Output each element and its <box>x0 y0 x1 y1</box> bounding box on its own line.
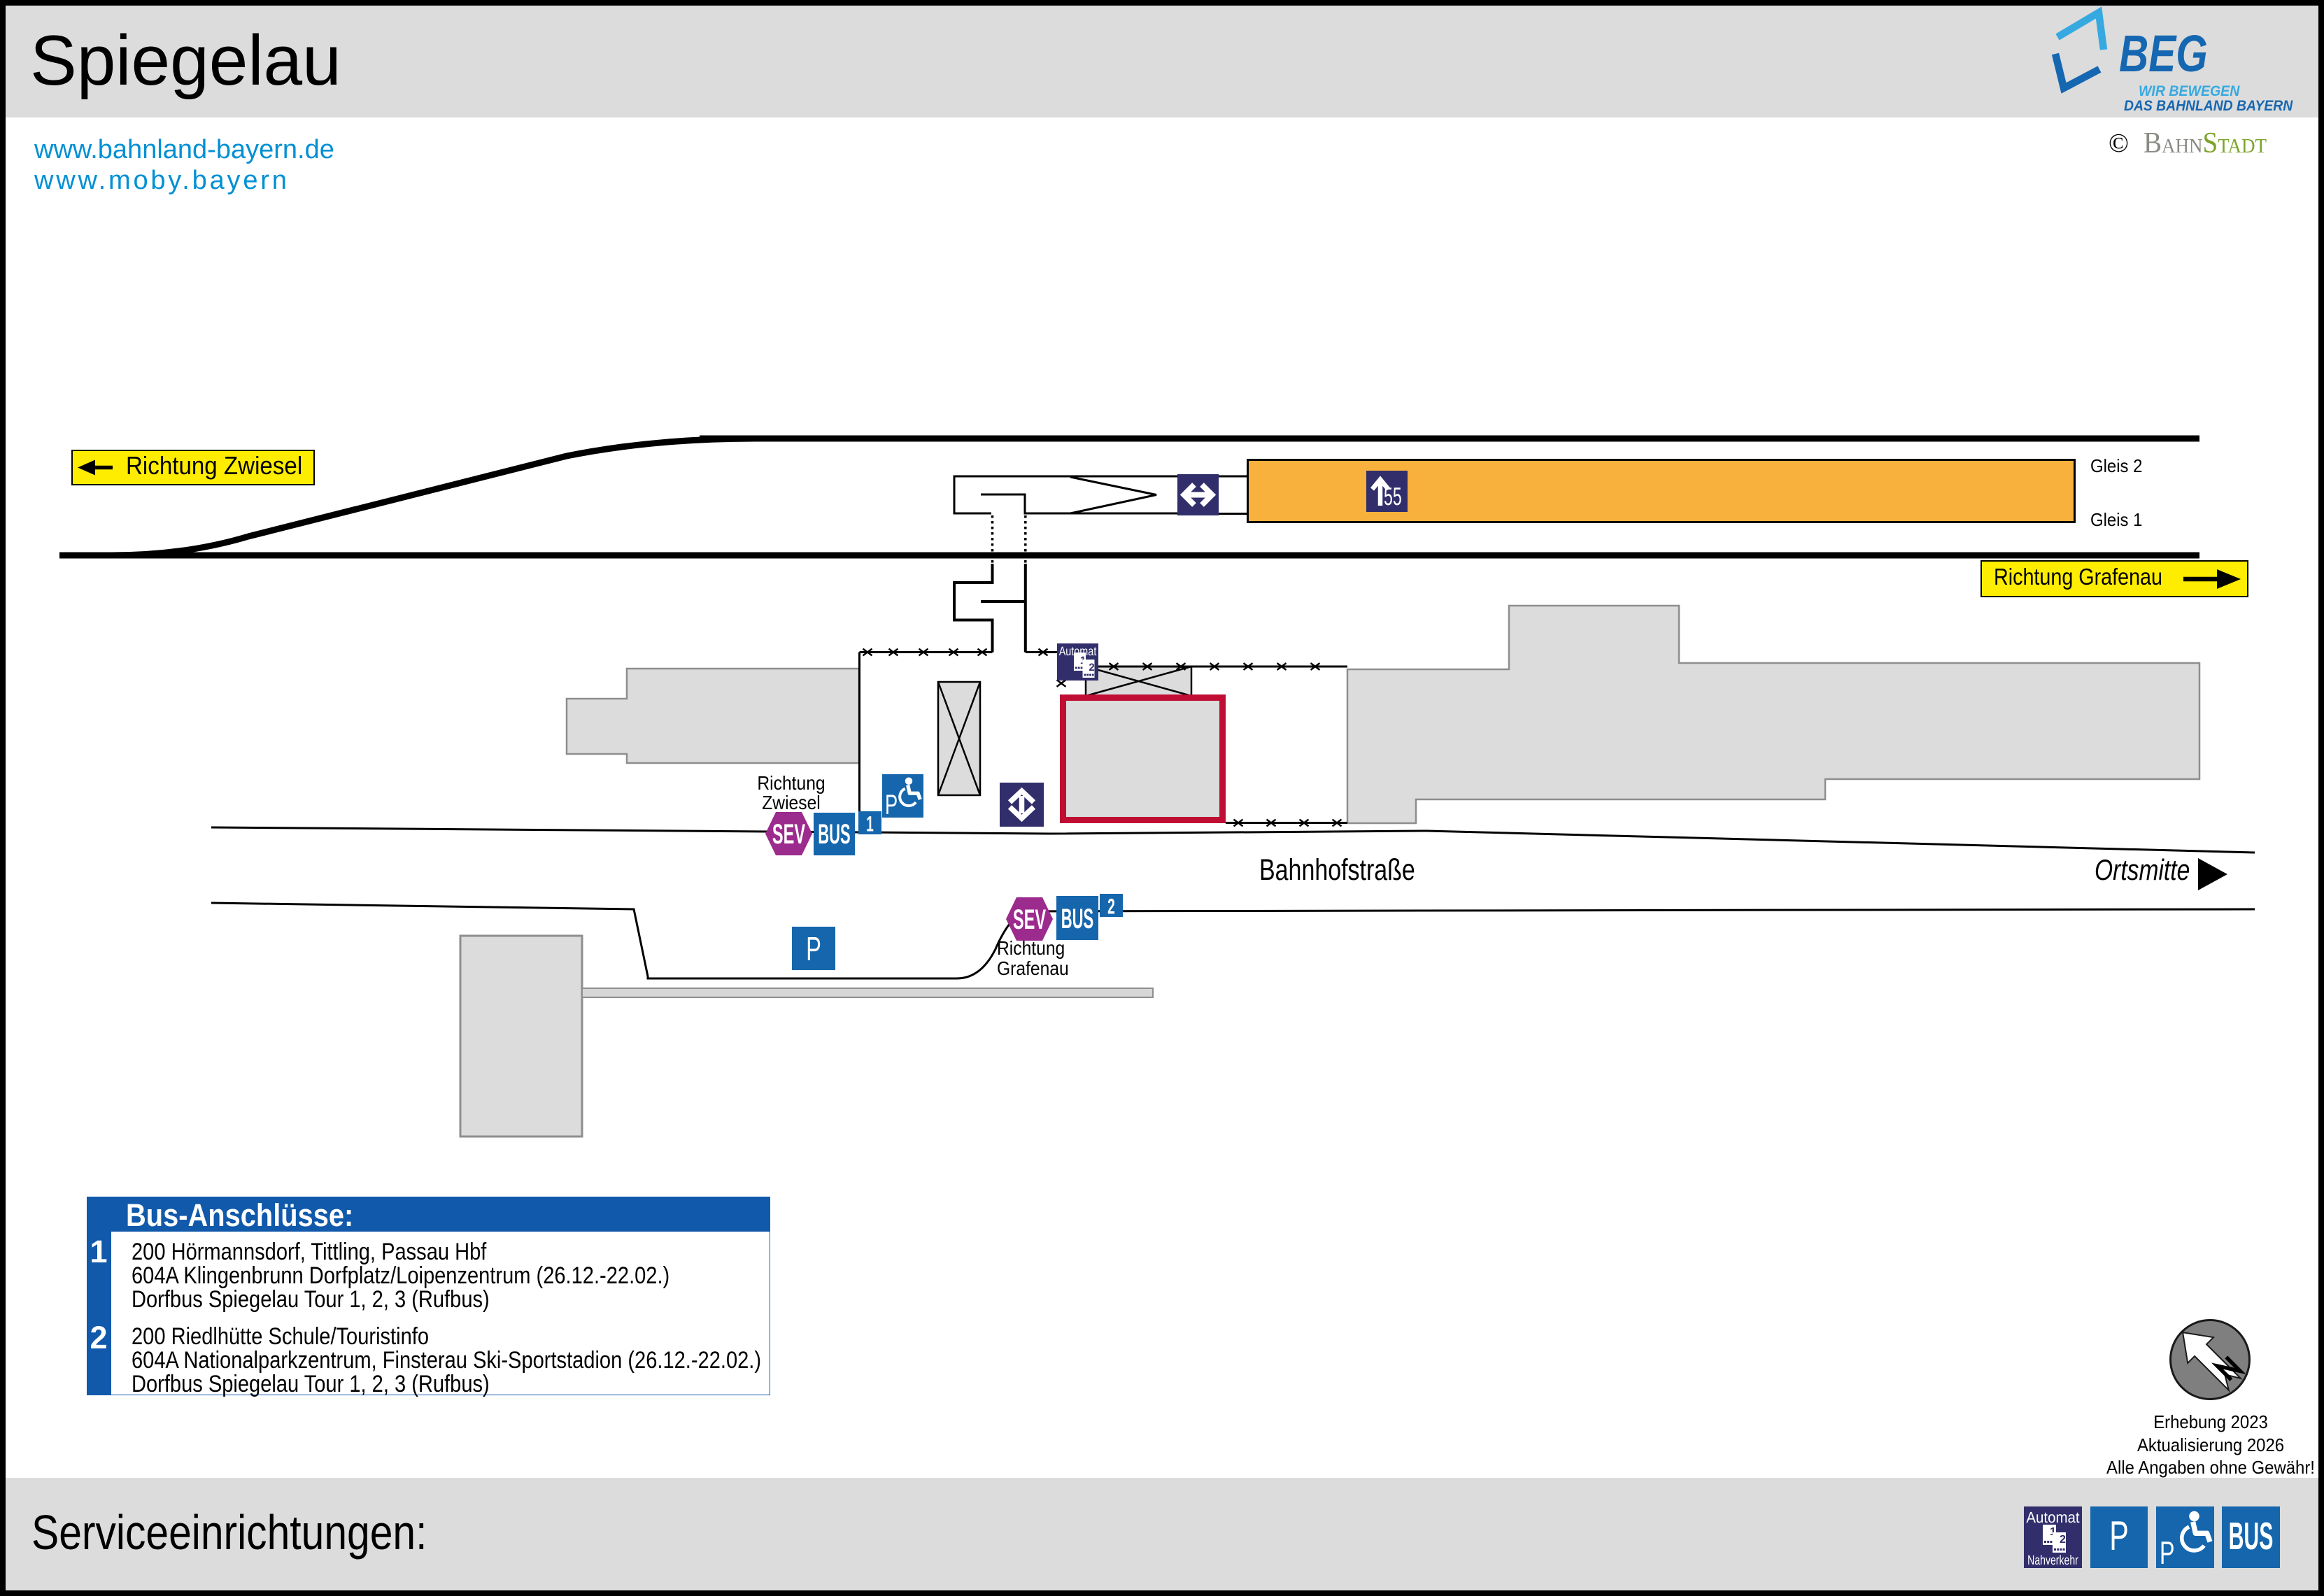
svg-text:P: P <box>885 790 898 818</box>
svg-text:2: 2 <box>2060 1534 2066 1546</box>
svg-text:SEV: SEV <box>772 819 805 850</box>
svg-text:1: 1 <box>866 812 874 835</box>
svg-text:BUS: BUS <box>2229 1514 2274 1558</box>
svg-text:BUS: BUS <box>1061 904 1093 934</box>
svg-text:Automat: Automat <box>1059 644 1097 658</box>
svg-text:Nahverkehr: Nahverkehr <box>2027 1553 2078 1568</box>
svg-text:55: 55 <box>1384 482 1402 511</box>
svg-text:BUS: BUS <box>818 819 850 850</box>
svg-text:P: P <box>2109 1513 2129 1559</box>
svg-text:Automat: Automat <box>2026 1509 2079 1526</box>
svg-text:P: P <box>806 931 821 968</box>
svg-text:2: 2 <box>1107 895 1115 918</box>
svg-text:SEV: SEV <box>1013 904 1046 935</box>
svg-text:2: 2 <box>1089 662 1094 674</box>
svg-text:P: P <box>2160 1534 2174 1568</box>
svg-text:1: 1 <box>2050 1526 2056 1538</box>
